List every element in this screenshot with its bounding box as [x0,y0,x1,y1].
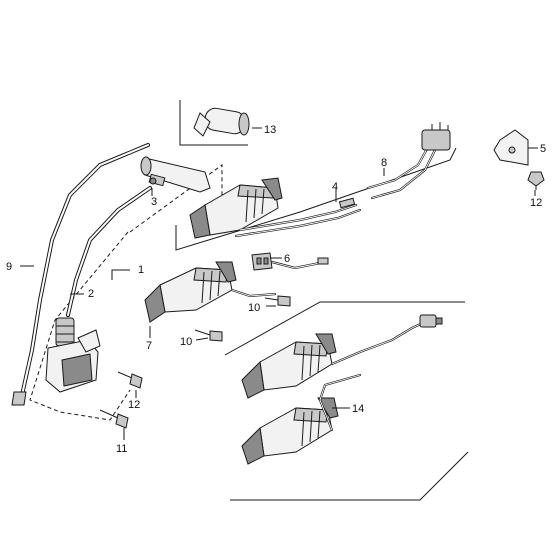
part-9-cable[interactable] [11,143,150,406]
part-11-bolt[interactable] [527,171,545,190]
callout-12-lower: 11 [116,443,127,455]
callout-13: 13 [264,124,276,136]
callout-2: 2 [88,288,94,300]
part-12-bolt-upper[interactable] [117,371,143,389]
callout-12-upper: 12 [128,399,140,411]
part-10-bolt-lower[interactable] [194,329,223,342]
callout-10-upper: 10 [248,302,260,314]
frame-top-center [129,100,457,251]
frame-left-ignition [29,231,131,421]
part-7-coil[interactable] [144,261,277,323]
callout-5: 5 [540,143,546,155]
callout-10-lower: 10 [180,336,192,348]
callout-14: 14 [352,403,364,415]
part-2-lead[interactable] [66,186,152,317]
callout-1: 1 [138,264,144,276]
part-3-plug-cap[interactable] [140,156,211,193]
part-14-coil-upper[interactable] [241,333,337,399]
part-14-coil-lower[interactable] [241,397,339,465]
callout-8: 8 [381,157,387,169]
callout-11: 12 [530,197,542,209]
callout-9: 9 [6,261,12,273]
part-8-harness[interactable] [366,122,451,200]
part-1-ignition-coil[interactable] [45,317,101,393]
part-13-plug[interactable] [193,107,250,137]
part-10-bolt-upper[interactable] [264,295,291,307]
callout-4: 4 [332,181,338,193]
part-14-harness [318,314,443,432]
part-5-bracket[interactable] [493,129,529,166]
part-12-bolt-lower[interactable] [99,409,129,429]
leader-lines [20,127,538,440]
callout-6: 6 [284,253,290,265]
part-4-coil[interactable] [189,177,283,239]
callout-3: 3 [151,196,157,208]
part-4-wires [234,197,362,238]
callout-7: 7 [146,340,152,352]
frame-bottom-right [224,301,469,501]
part-6-connector[interactable] [251,252,329,271]
callouts: 13 5 8 4 3 12 6 9 1 2 10 7 10 12 14 11 [6,124,546,455]
